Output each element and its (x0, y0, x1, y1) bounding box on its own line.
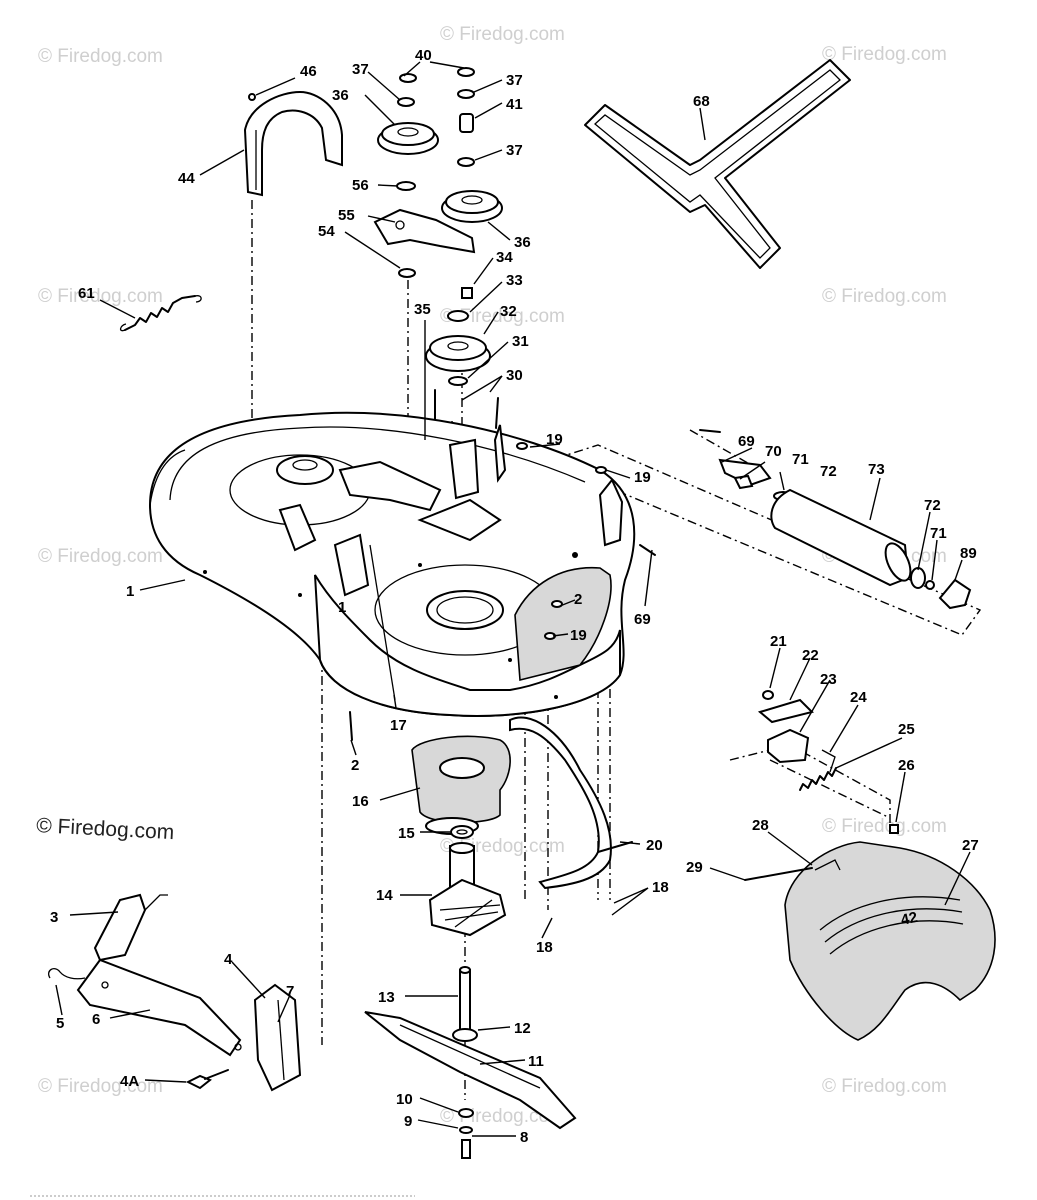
callout-6: 6 (92, 1011, 100, 1028)
callout-26: 26 (898, 757, 915, 774)
callout-70: 70 (765, 443, 782, 460)
watermark-dark: © Firedog.com (36, 814, 175, 844)
watermark: © Firedog.com (822, 816, 947, 837)
callout-16: 16 (352, 793, 369, 810)
spindle-shaft[interactable] (452, 966, 478, 1042)
callout-36: 36 (332, 87, 349, 104)
callout-46: 46 (300, 63, 317, 80)
callout-54: 54 (318, 223, 335, 240)
callout-72: 72 (820, 463, 837, 480)
lift-bracket[interactable] (369, 544, 396, 701)
blade-hardware[interactable] (458, 1108, 474, 1159)
callout-69: 69 (634, 611, 651, 628)
callout-12: 12 (514, 1020, 531, 1037)
watermark: © Firedog.com (822, 1076, 947, 1097)
callout-2: 2 (351, 757, 359, 774)
callout-71: 71 (792, 451, 809, 468)
spindle[interactable] (428, 842, 507, 937)
callout-23: 23 (820, 671, 837, 688)
callout-14: 14 (376, 887, 393, 904)
callout-19: 19 (546, 431, 563, 448)
callout-4a: 4A (120, 1073, 139, 1090)
lift-linkage[interactable] (48, 893, 302, 1092)
callout-69: 69 (738, 433, 755, 450)
watermark: © Firedog.com (440, 24, 565, 45)
callout-72: 72 (924, 497, 941, 514)
callout-89: 89 (960, 545, 977, 562)
callout-19: 19 (634, 469, 651, 486)
watermark: © Firedog.com (822, 286, 947, 307)
deflector-bracket[interactable] (757, 690, 899, 834)
callout-73: 73 (868, 461, 885, 478)
callout-56: 56 (352, 177, 369, 194)
callout-71: 71 (930, 525, 947, 542)
callout-17: 17 (390, 717, 407, 734)
callout-2: 2 (574, 591, 582, 608)
hardware[interactable] (349, 442, 656, 741)
callout-21: 21 (770, 633, 787, 650)
callout-22: 22 (802, 647, 819, 664)
callout-32: 32 (500, 303, 517, 320)
callout-5: 5 (56, 1015, 64, 1032)
callout-37: 37 (506, 142, 523, 159)
callout-4: 4 (224, 951, 233, 968)
deflector-shield[interactable]: 42 (744, 841, 996, 1041)
anti-scalp-roller[interactable] (699, 429, 972, 610)
spindle-housing[interactable] (411, 735, 511, 835)
callout-55: 55 (338, 207, 355, 224)
callout-18: 18 (652, 879, 669, 896)
drive-belt[interactable] (584, 59, 851, 269)
callout-37: 37 (352, 61, 369, 78)
callout-36: 36 (514, 234, 531, 251)
leader-lines (55, 61, 971, 1137)
callout-28: 28 (752, 817, 769, 834)
callout-61: 61 (78, 285, 95, 302)
callout-1: 1 (126, 583, 134, 600)
watermark: © Firedog.com (38, 46, 163, 67)
callout-11: 11 (528, 1053, 544, 1070)
callout-41: 41 (506, 96, 523, 113)
deck-number-mark: 1 (338, 599, 346, 616)
spring[interactable] (119, 295, 202, 332)
callout-44: 44 (178, 170, 195, 187)
callout-30: 30 (506, 367, 523, 384)
callout-34: 34 (496, 249, 513, 266)
callout-15: 15 (398, 825, 415, 842)
watermark: © Firedog.com (822, 44, 947, 65)
callout-27: 27 (962, 837, 979, 854)
callout-40: 40 (415, 47, 432, 64)
callout-24: 24 (850, 689, 867, 706)
callout-37: 37 (506, 72, 523, 89)
callout-68: 68 (693, 93, 710, 110)
idler-pulley-assembly[interactable] (373, 67, 503, 278)
callout-33: 33 (506, 272, 523, 289)
callout-8: 8 (520, 1129, 528, 1146)
callouts: 46 44 37 40 37 41 37 36 56 55 54 36 34 3… (50, 47, 979, 1146)
callout-20: 20 (646, 837, 663, 854)
callout-31: 31 (512, 333, 529, 350)
callout-9: 9 (404, 1113, 412, 1130)
callout-7: 7 (286, 983, 294, 1000)
callout-19: 19 (570, 627, 587, 644)
callout-10: 10 (396, 1091, 413, 1108)
baffle[interactable] (509, 716, 633, 890)
bearing[interactable] (450, 825, 474, 839)
callout-3: 3 (50, 909, 58, 926)
mower-deck[interactable]: 1 (148, 411, 636, 717)
callout-29: 29 (686, 859, 703, 876)
watermark: © Firedog.com (38, 1076, 163, 1097)
deflector-badge: 42 (899, 909, 919, 929)
callout-13: 13 (378, 989, 395, 1006)
callout-35: 35 (414, 301, 431, 318)
watermark: © Firedog.com (38, 546, 163, 567)
blade[interactable] (364, 1011, 577, 1130)
watermark: © Firedog.com (38, 286, 163, 307)
callout-18: 18 (536, 939, 553, 956)
belt-guard[interactable] (243, 90, 343, 197)
callout-25: 25 (898, 721, 915, 738)
